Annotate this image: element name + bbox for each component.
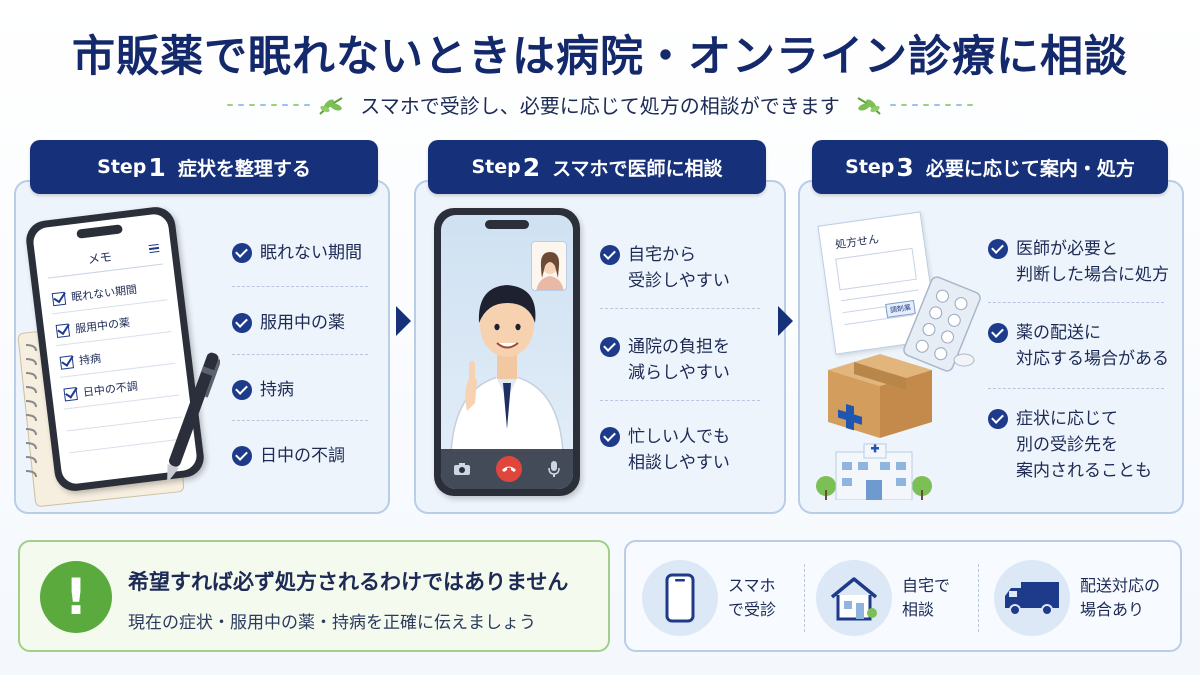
check-icon [600,427,620,447]
check-icon [988,409,1008,429]
truck-icon [1005,582,1059,616]
divider [978,564,979,632]
feature-item: スマホで受診 [642,558,776,638]
step3-item: 医師が必要と判断した場合に処方 [988,236,1169,288]
video-screen [441,215,573,489]
checkbox-icon [63,386,78,401]
subtitle-row: スマホで受診し、必要に応じて処方の相談ができます [0,90,1200,119]
house-icon [830,577,878,621]
menu-icon [148,243,160,254]
step2-item: 通院の負担を減らしやすい [600,334,730,386]
step1-item: 服用中の薬 [232,310,345,336]
check-icon [232,243,252,263]
call-control-bar [441,449,573,489]
memo-illustration: メモ 眠れない期間 服用中の薬 持病 日中の不調 [17,204,222,508]
divider [988,388,1164,389]
memo-item: 日中の不調 [63,378,138,403]
memo-item: 服用中の薬 [55,314,131,339]
checkbox-icon [59,354,74,370]
prescription-title: 処方せん [834,232,880,252]
step1-item: 日中の不調 [232,443,345,469]
check-icon [232,446,252,466]
page-subtitle: スマホで受診し、必要に応じて処方の相談ができます [360,94,840,118]
memo-title: メモ [87,249,113,267]
memo-item: 持病 [59,350,102,371]
patient-avatar [536,252,564,290]
step2-item: 自宅から受診しやすい [600,242,730,294]
notice-title: 希望すれば必ず処方されるわけではありません [128,570,569,594]
doctor-avatar [450,285,564,453]
pill-pack-icon [903,276,981,372]
divider [804,564,805,632]
camera-icon[interactable] [453,462,471,476]
exclamation-icon: ! [40,561,112,633]
left-decoration [227,94,346,116]
self-view-thumbnail [531,241,567,291]
notice-box: ! 希望すれば必ず処方されるわけではありません 現在の症状・服用中の薬・持病を正… [18,540,610,652]
notepad-rings [25,344,37,478]
video-call-phone [434,208,580,496]
check-icon [232,313,252,333]
delivery-box-icon [828,354,932,438]
step2-item: 忙しい人でも相談しやすい [600,424,730,476]
check-icon [600,245,620,265]
step1-item: 持病 [232,377,294,403]
arrow-right-icon [396,306,411,336]
leaf-icon [857,96,881,115]
divider [988,302,1164,303]
check-icon [988,323,1008,343]
check-icon [600,337,620,357]
checkbox-icon [55,322,71,338]
arrow-right-icon [778,306,793,336]
hang-up-button[interactable] [495,456,522,482]
divider [232,354,368,355]
pen-icon [167,352,220,483]
step3-item: 薬の配送に対応する場合がある [988,320,1169,372]
divider [232,286,368,287]
divider [600,400,760,401]
divider [600,308,760,309]
check-icon [988,239,1008,259]
memo-item: 眠れない期間 [51,281,138,307]
notice-text: 現在の症状・服用中の薬・持病を正確に伝えましょう [128,613,536,633]
right-decoration [854,94,973,116]
checkbox-icon [51,291,67,306]
step3-item: 症状に応じて別の受診先を案内されることも [988,406,1152,484]
feature-item: 自宅で相談 [816,558,950,638]
features-box: スマホで受診 自宅で相談 配送対応の場合あり [624,540,1182,652]
check-icon [232,380,252,400]
hospital-building-icon [816,443,932,500]
phone-hangup-icon [501,466,516,472]
page-title: 市販薬で眠れないときは病院・オンライン診療に相談 [72,32,1128,82]
microphone-icon[interactable] [547,460,561,478]
feature-item: 配送対応の場合あり [994,558,1160,638]
divider [232,420,368,421]
step1-item: 眠れない期間 [232,240,362,266]
smartphone-icon [665,573,695,623]
leaf-icon [319,96,343,115]
